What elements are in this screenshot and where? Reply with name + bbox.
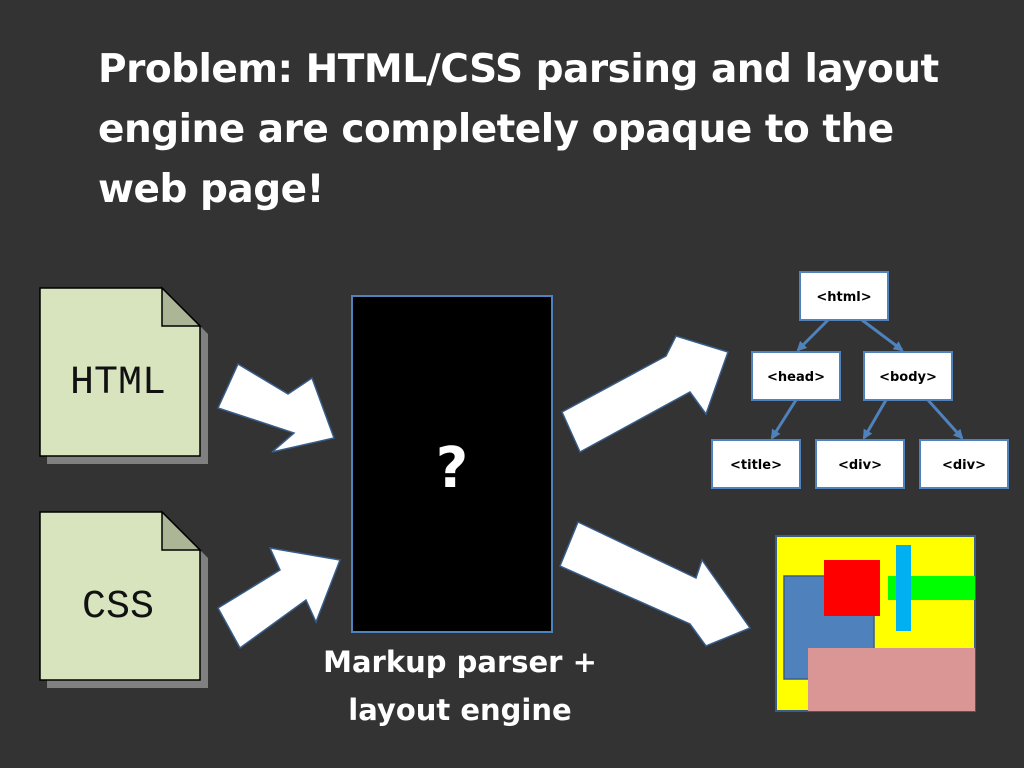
css-document-label: CSS <box>82 585 154 630</box>
css-document-page <box>39 511 201 681</box>
dom-node-title-label: <title> <box>730 458 782 473</box>
dom-node-head: <head> <box>751 351 841 401</box>
html-document-fold <box>161 286 202 327</box>
dom-node-div-2-label: <div> <box>942 458 986 473</box>
layout-red-box <box>824 560 880 616</box>
dom-node-body-label: <body> <box>879 370 937 385</box>
dom-node-div-1: <div> <box>815 439 905 489</box>
layout-pink-box <box>808 648 975 711</box>
html-document-icon: HTML <box>39 286 208 464</box>
layout-cyan-bar <box>896 545 911 631</box>
dom-node-title: <title> <box>711 439 801 489</box>
engine-caption: Markup parser + layout engine <box>300 638 620 734</box>
css-document-fold <box>161 510 202 551</box>
html-document-page <box>39 287 201 457</box>
dom-output-arrow-icon <box>561 335 729 454</box>
dom-node-div-2: <div> <box>919 439 1009 489</box>
css-document-icon: CSS <box>39 510 208 688</box>
slide-title: Problem: HTML/CSS parsing and layout eng… <box>98 47 939 212</box>
engine-caption-line-1: Markup parser + <box>323 645 597 679</box>
dom-node-div-1-label: <div> <box>838 458 882 473</box>
html-input-arrow-icon <box>216 362 335 453</box>
dom-node-head-label: <head> <box>767 370 825 385</box>
dom-node-body: <body> <box>863 351 953 401</box>
dom-node-html: <html> <box>799 271 889 321</box>
layout-output-arrow-icon <box>559 520 752 647</box>
engine-box <box>351 295 553 633</box>
html-document-label: HTML <box>70 361 166 406</box>
engine-caption-line-2: layout engine <box>348 693 572 727</box>
dom-node-html-label: <html> <box>816 290 871 305</box>
dom-tree-edges <box>770 318 964 440</box>
layout-preview <box>775 535 976 712</box>
engine-symbol: ? <box>436 436 468 501</box>
css-input-arrow-icon <box>216 547 342 650</box>
